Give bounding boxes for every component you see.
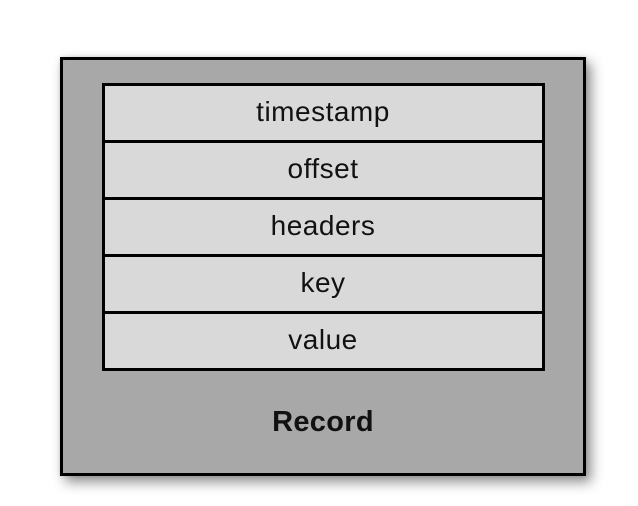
record-field-offset: offset [104,143,542,200]
record-label-area: Record [63,371,583,473]
record-field-timestamp: timestamp [104,86,542,143]
field-label-value: value [288,324,358,355]
record-box: timestamp offset headers key value Recor… [60,57,586,476]
field-label-key: key [300,267,346,298]
field-label-headers: headers [270,210,376,241]
record-title-label: Record [272,405,374,438]
field-label-timestamp: timestamp [256,96,390,127]
record-field-value: value [104,314,542,368]
record-field-stack: timestamp offset headers key value [101,83,545,371]
record-field-key: key [104,257,542,314]
field-label-offset: offset [287,153,359,184]
record-field-headers: headers [104,200,542,257]
